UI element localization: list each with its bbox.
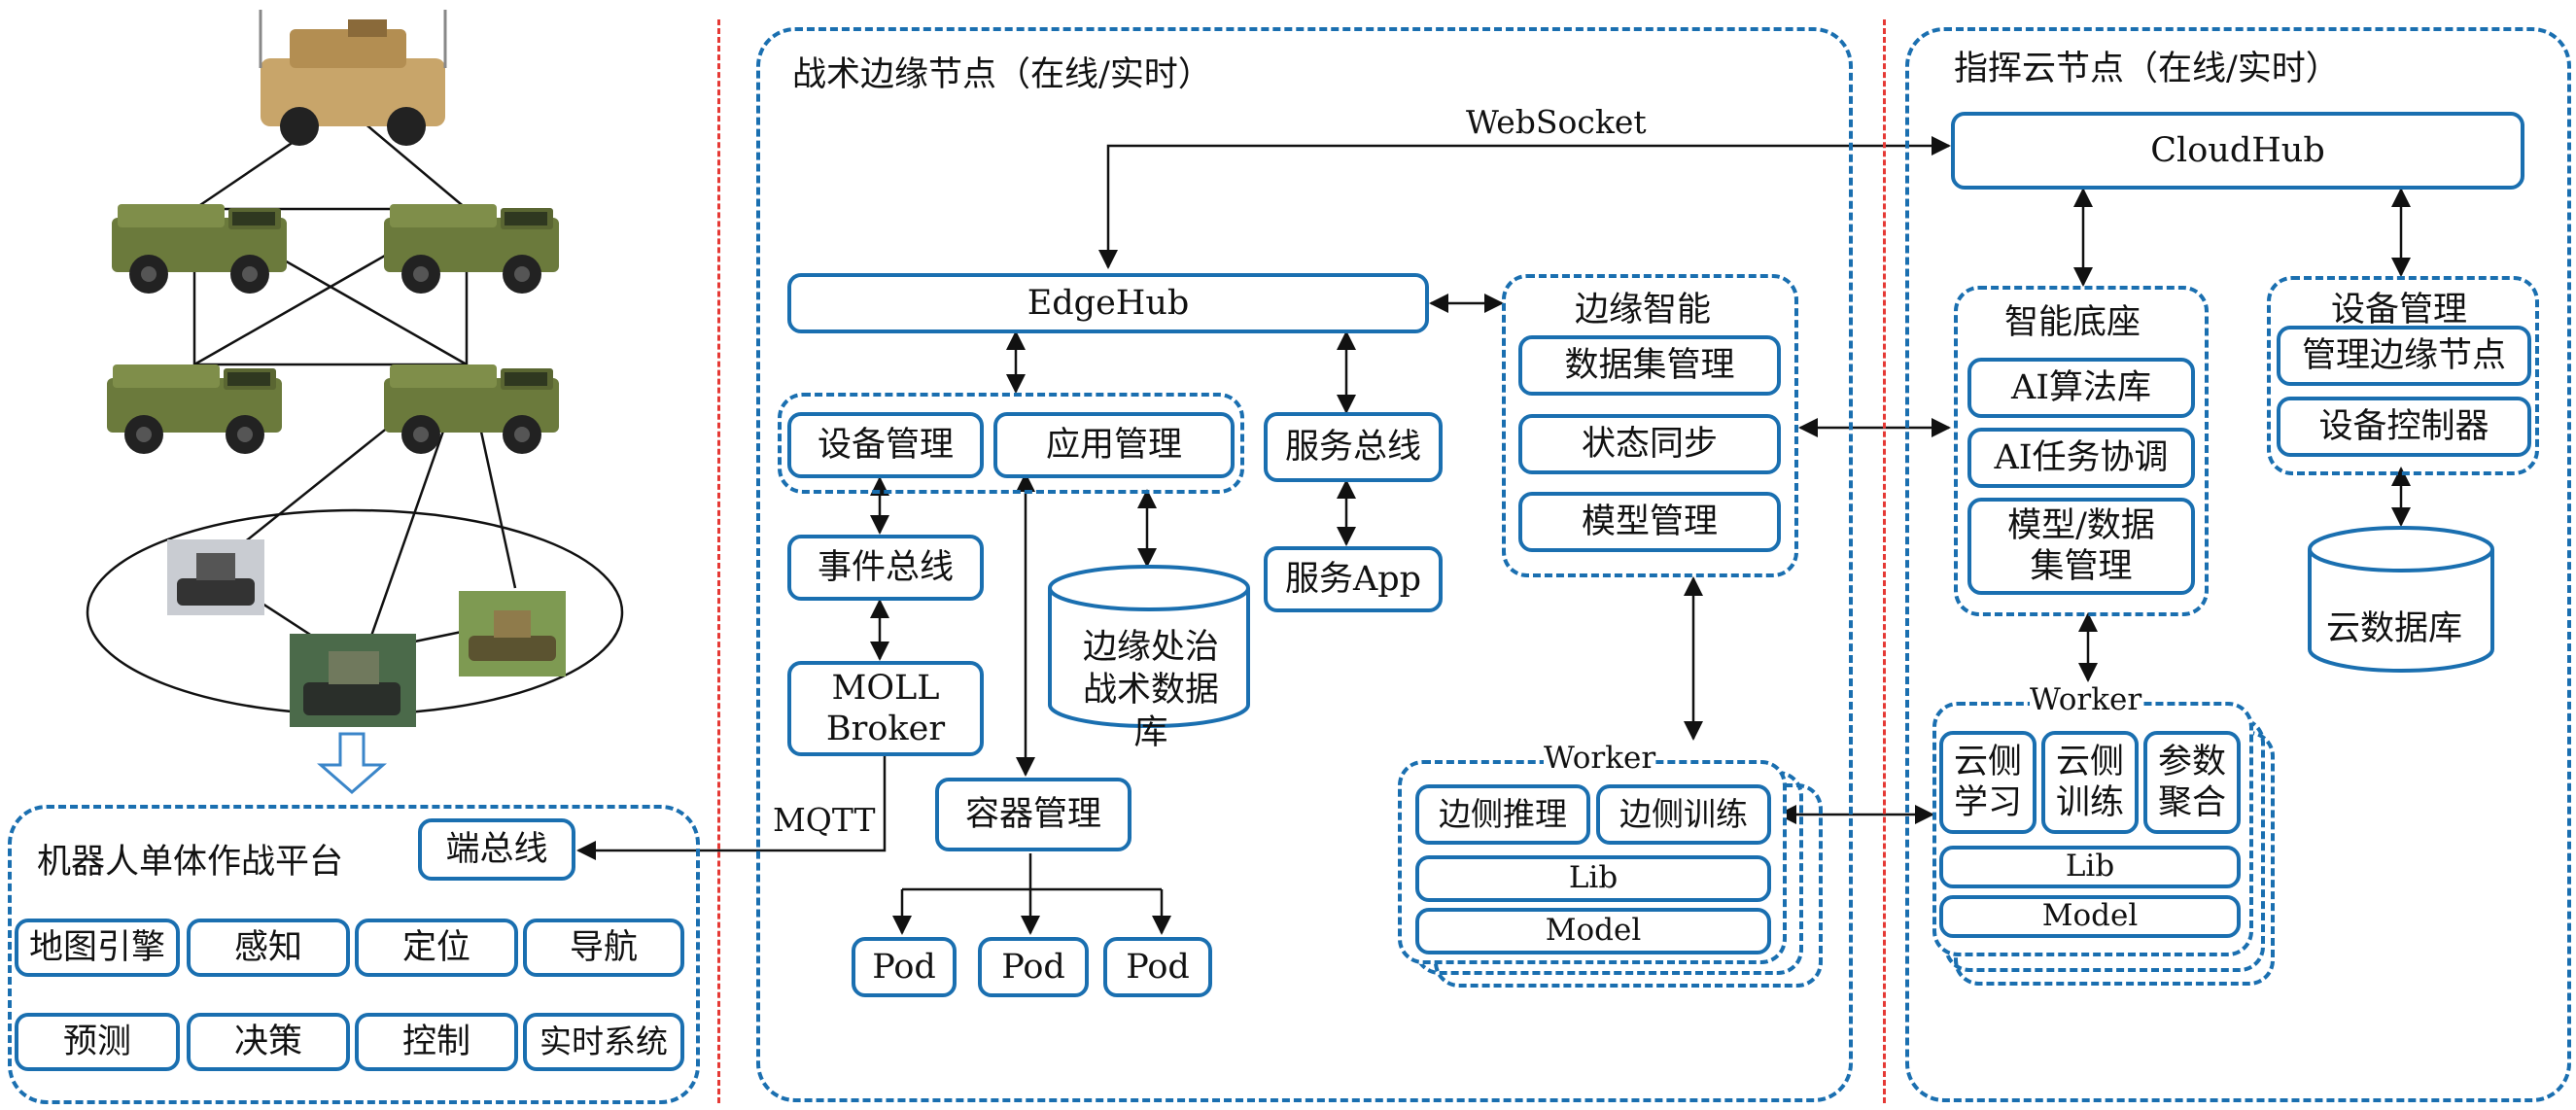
robot-bus-box: 端总线 [418, 818, 575, 881]
armored-vehicle-image-4 [384, 364, 559, 454]
ugv-robot-image-2 [290, 634, 416, 727]
pod-box-3: Pod [1103, 937, 1212, 997]
edge-inference-box: 边侧推理 [1415, 784, 1590, 845]
param-aggregation-box: 参数 聚合 [2143, 731, 2241, 834]
websocket-label: WebSocket [1466, 103, 1647, 141]
moll-broker-box: MOLL Broker [787, 661, 984, 756]
module-control: 控制 [355, 1013, 518, 1071]
cloud-model-box: Model [1939, 895, 2241, 938]
edge-ai-item-sync: 状态同步 [1518, 414, 1781, 474]
cloud-command-panel [1905, 27, 2571, 1102]
cloud-lib-box: Lib [1939, 846, 2241, 888]
ai-algorithm-box: AI算法库 [1967, 358, 2195, 418]
armored-vehicle-image-2 [384, 204, 559, 294]
edge-ai-group [1502, 274, 1798, 577]
ugv-robot-image-3 [459, 591, 566, 676]
ai-base-title: 智能底座 [2004, 303, 2141, 342]
edge-database-cylinder [1048, 565, 1250, 728]
module-perception: 感知 [187, 919, 350, 977]
device-mgmt-box: 设备管理 [787, 412, 984, 478]
edge-lib-box: Lib [1415, 855, 1771, 902]
device-app-group [778, 393, 1244, 494]
module-localization: 定位 [355, 919, 518, 977]
event-bus-box: 事件总线 [787, 535, 984, 601]
cloud-learning-box: 云侧 学习 [1939, 731, 2036, 834]
cloud-command-title: 指挥云节点（在线/实时） [1954, 50, 2340, 88]
cloud-database-label: 云数据库 [2326, 609, 2463, 648]
container-mgmt-box: 容器管理 [935, 778, 1131, 851]
tactical-edge-panel [756, 27, 1853, 1102]
module-map-engine: 地图引擎 [15, 919, 180, 977]
pod-box-1: Pod [852, 937, 957, 997]
mqtt-link [576, 755, 887, 860]
cloud-database-cylinder [2308, 526, 2494, 673]
model-dataset-box: 模型/数据 集管理 [1967, 498, 2195, 595]
module-decision: 决策 [187, 1013, 350, 1071]
edge-ai-item-model: 模型管理 [1518, 492, 1781, 552]
device-controller-box: 设备控制器 [2277, 397, 2531, 457]
cloudhub-box: CloudHub [1951, 112, 2524, 190]
cloud-training-box: 云侧 训练 [2041, 731, 2139, 834]
cloud-device-group [2267, 276, 2539, 475]
edge-worker-title: Worker [1544, 741, 1656, 776]
service-bus-box: 服务总线 [1264, 412, 1443, 482]
module-prediction: 预测 [15, 1013, 180, 1071]
separator-line-right [1883, 19, 1886, 1103]
ai-base-group [1954, 286, 2209, 616]
module-realtime-system: 实时系统 [523, 1013, 684, 1071]
service-app-box: 服务App [1264, 546, 1443, 612]
edge-ai-title: 边缘智能 [1575, 291, 1712, 330]
pod-box-2: Pod [978, 937, 1089, 997]
websocket-link [1098, 136, 1951, 269]
armored-vehicle-image-1 [112, 204, 287, 294]
down-hollow-arrow [317, 732, 387, 794]
edgehub-box: EdgeHub [787, 273, 1429, 333]
armored-vehicle-image-3 [107, 364, 282, 454]
separator-line-left [717, 19, 720, 1103]
app-mgmt-box: 应用管理 [993, 412, 1235, 478]
cloud-device-title: 设备管理 [2331, 291, 2468, 330]
edge-database-label: 边缘处治 战术数据库 [1082, 628, 1219, 752]
manage-edge-node-box: 管理边缘节点 [2277, 326, 2531, 386]
edge-ai-item-dataset: 数据集管理 [1518, 335, 1781, 396]
ugv-robot-image-1 [167, 539, 264, 615]
robot-platform-title: 机器人单体作战平台 [37, 843, 344, 882]
cloud-worker-title: Worker [2030, 682, 2142, 717]
module-navigation: 导航 [523, 919, 684, 977]
edge-model-box: Model [1415, 908, 1771, 954]
tactical-edge-title: 战术边缘节点（在线/实时） [792, 55, 1212, 94]
robot-platform-panel [8, 805, 700, 1104]
command-vehicle-image [259, 10, 447, 146]
ai-task-box: AI任务协调 [1967, 428, 2195, 488]
mqtt-label: MQTT [773, 801, 876, 839]
edge-training-box: 边侧训练 [1596, 784, 1771, 845]
